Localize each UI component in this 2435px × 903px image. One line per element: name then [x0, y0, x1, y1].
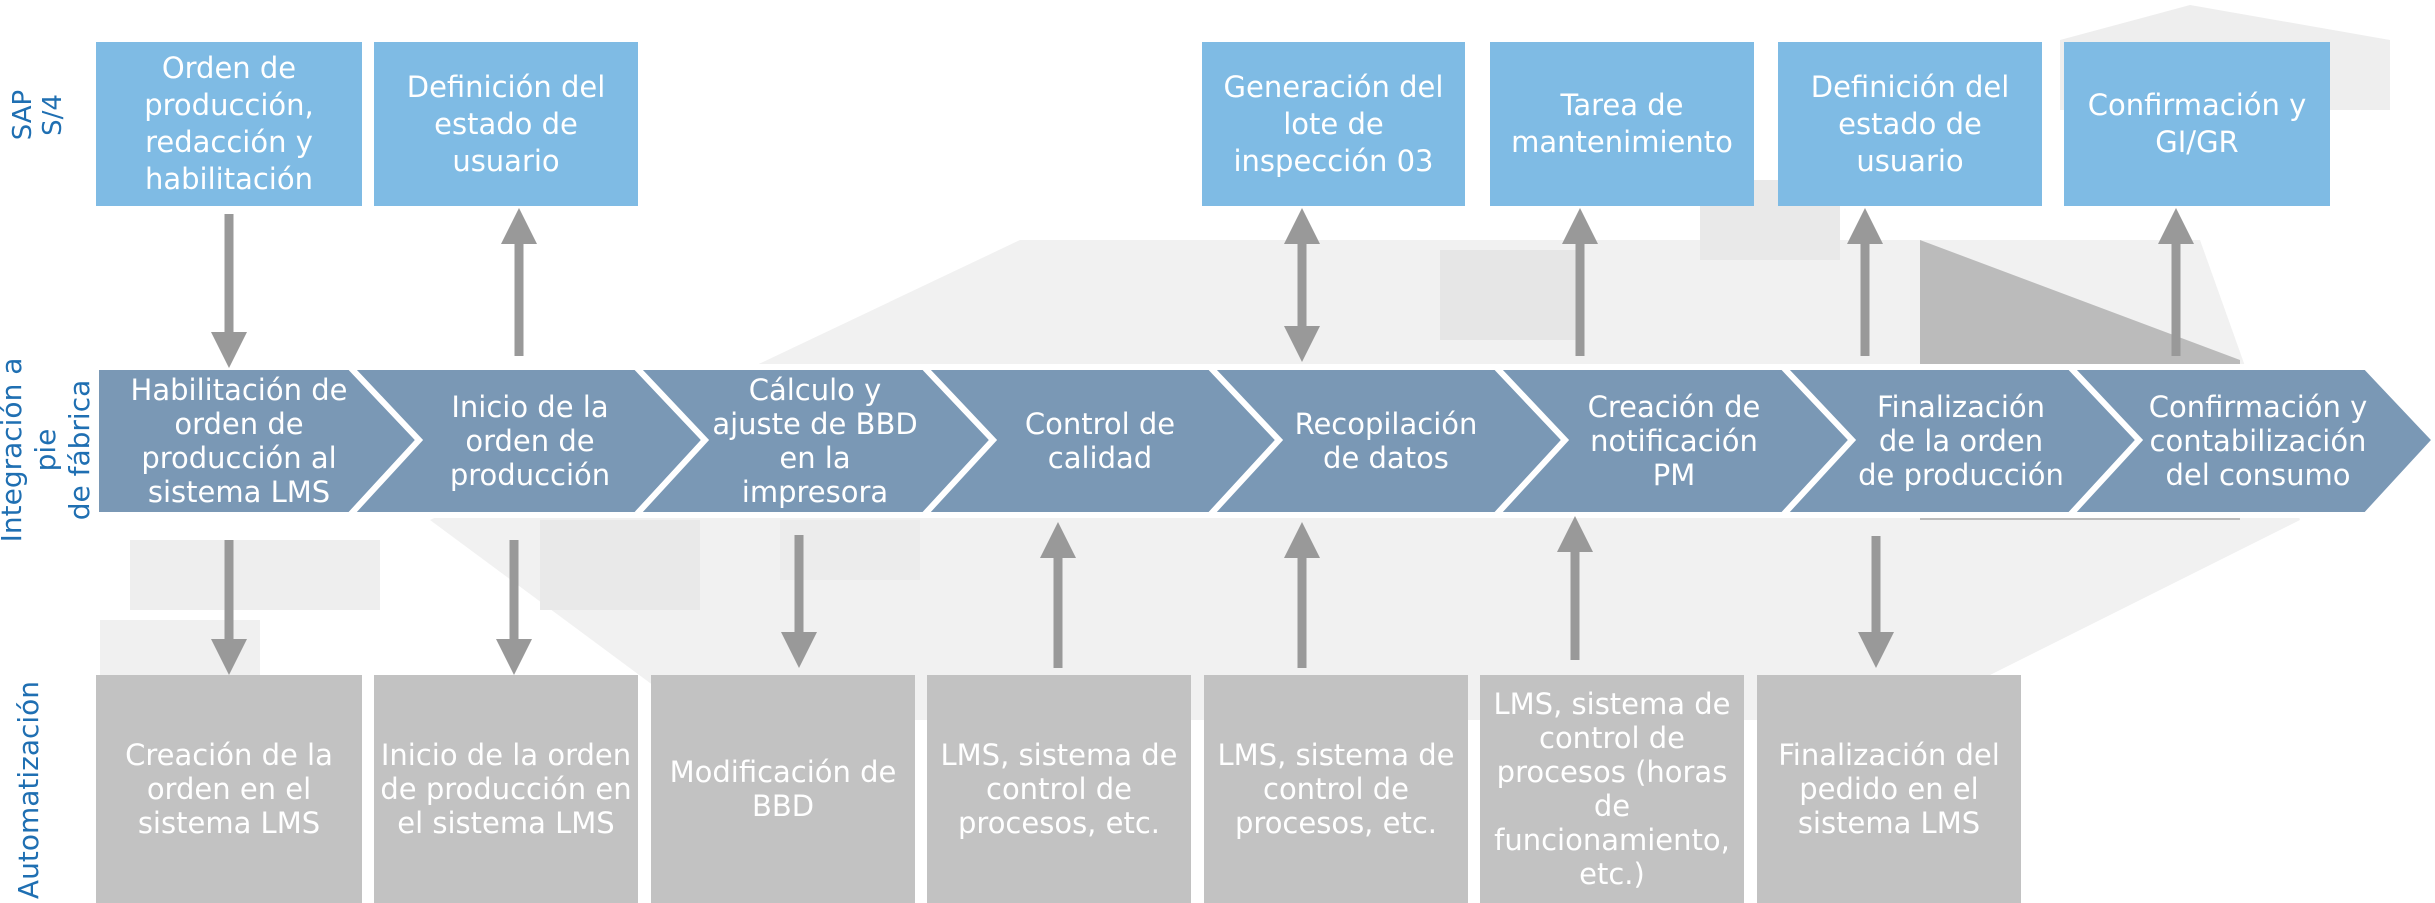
chevron-label-recopilacion: Recopilación de datos	[1294, 407, 1478, 475]
automation-box-lms-control-2: LMS, sistema de control de procesos, etc…	[1204, 675, 1468, 903]
chevron-label-control-calidad: Control de calidad	[1024, 407, 1176, 475]
sap-box-confirmacion-gigr: Confirmación y GI/GR	[2064, 42, 2330, 206]
automation-box-inicio-orden: Inicio de la orden de producción en el s…	[374, 675, 638, 903]
sap-box-tarea-mantenimiento: Tarea de mantenimiento	[1490, 42, 1754, 206]
automation-box-creacion-orden: Creación de la orden en el sistema LMS	[96, 675, 362, 903]
chevron-label-confirmacion-consumo: Confirmación y contabilización del consu…	[2148, 390, 2368, 492]
chevron-8	[2063, 364, 2435, 518]
sap-box-definicion-estado-2: Definición del estado de usuario	[1778, 42, 2042, 206]
automation-box-finalizacion-pedido: Finalización del pedido en el sistema LM…	[1757, 675, 2021, 903]
automation-box-modificacion-bbd: Modificación de BBD	[651, 675, 915, 903]
automation-box-lms-horas: LMS, sistema de control de procesos (hor…	[1480, 675, 1744, 903]
chevron-label-notificacion-pm: Creación de notificación PM	[1587, 390, 1761, 492]
sap-box-orden-produccion: Orden de producción, redacción y habilit…	[96, 42, 362, 206]
automation-box-lms-control-1: LMS, sistema de control de procesos, etc…	[927, 675, 1191, 903]
chevron-label-inicio-orden: Inicio de la orden de producción	[449, 390, 611, 492]
chevron-label-finalizacion-orden: Finalización de la orden de producción	[1858, 390, 2064, 492]
chevron-label-calculo-bbd: Cálculo y ajuste de BBD en la impresora	[712, 373, 918, 509]
sap-box-generacion-lote: Generación del lote de inspección 03	[1202, 42, 1465, 206]
chevron-label-habilitacion: Habilitación de orden de producción al s…	[130, 373, 348, 509]
sap-box-definicion-estado-1: Definición del estado de usuario	[374, 42, 638, 206]
